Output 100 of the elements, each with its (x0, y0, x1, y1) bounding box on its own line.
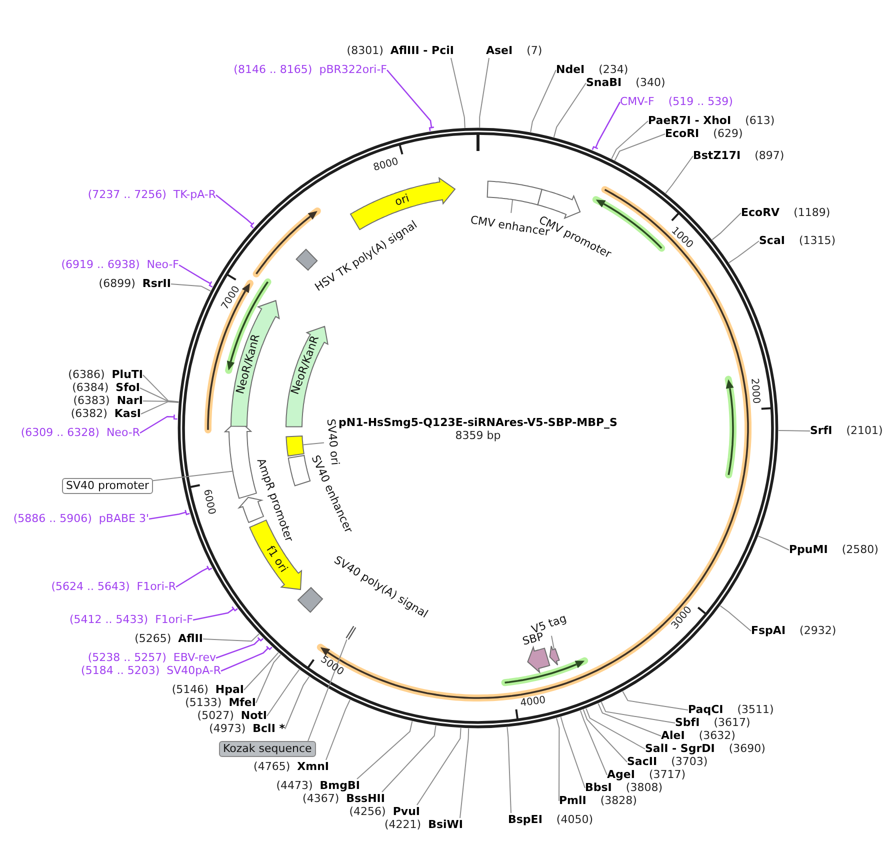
enzyme-name: PaeR7I - XhoI (648, 114, 732, 127)
primer-leader-line (215, 636, 264, 659)
leader-line (553, 82, 586, 138)
primer-name: F1ori-F (155, 613, 193, 626)
primer-name: pBABE 3' (98, 512, 149, 525)
leader-line (720, 605, 752, 632)
cut-position: (4050) (556, 813, 593, 826)
leader-line (758, 536, 790, 550)
primer-leader-line (175, 565, 213, 588)
leader-line (356, 720, 413, 780)
enzyme-name: SalI - SgrDI (645, 742, 715, 755)
cut-position: (6384) (72, 381, 109, 394)
cut-position: (3703) (671, 755, 708, 768)
cut-position: (3690) (728, 742, 766, 755)
cut-position: (4765) (254, 760, 290, 773)
enzyme-name: BspEI (508, 813, 542, 826)
enzyme-name: NarI (116, 394, 143, 407)
leader-line (665, 156, 694, 194)
cut-position: (340) (636, 76, 666, 89)
enzyme-name: NotI (240, 709, 267, 722)
cut-position: (5027) (197, 709, 234, 722)
enzyme-name: AgeI (607, 768, 635, 781)
primer-name: CMV-F (620, 95, 654, 108)
cut-position: (3511) (737, 703, 774, 716)
enzyme-name: PluTI (112, 368, 143, 381)
cut-position: (3808) (626, 781, 662, 794)
leader-line (460, 728, 470, 818)
primer-leader-line (215, 194, 255, 229)
leader-line (560, 716, 586, 788)
leader-line (142, 400, 180, 403)
enzyme-name: RsrII (142, 277, 171, 290)
primer-range: (5624 .. 5643) (51, 580, 130, 593)
tick-label: 4000 (520, 693, 547, 710)
leader-line (140, 401, 180, 414)
primer-name: Neo-F (146, 258, 179, 271)
leader-line (622, 690, 688, 710)
leader-line (142, 374, 180, 402)
cut-position: (2580) (842, 543, 878, 556)
enzyme-name: BstZ17I (693, 149, 741, 162)
enzyme-name: AflII (178, 632, 203, 645)
enzyme-name: SacII (627, 755, 658, 768)
enzyme-name: SrfI (810, 424, 832, 437)
leader-line (382, 725, 436, 792)
leader-line (506, 726, 512, 814)
leader-line (170, 284, 211, 292)
primer-leader-line (192, 606, 238, 621)
tick-label: 6000 (200, 488, 218, 516)
primer-range: (519 .. 539) (668, 95, 733, 108)
leader-line (582, 708, 628, 762)
leader-line (598, 702, 662, 736)
cut-position: (4973) (209, 722, 246, 735)
primer-range: (6919 .. 6938) (61, 258, 140, 271)
leader-line (450, 58, 466, 128)
cut-position: (5133) (185, 696, 222, 709)
enzyme-name: SnaBI (586, 76, 622, 89)
primer-name: TK-pA-R (173, 188, 216, 201)
enzyme-name: BclI * (252, 722, 285, 735)
leader-line (266, 669, 300, 716)
cut-position: (3632) (698, 729, 736, 742)
primer-leader-line (386, 69, 435, 132)
cut-position: (4256) (349, 805, 386, 818)
plasmid-name: pN1-HsSmg5-Q123E-siRNAres-V5-SBP-MBP_S (338, 416, 618, 430)
leader-line (530, 70, 556, 133)
primer-leader-line (148, 509, 190, 520)
leader-line (712, 212, 742, 240)
cut-position: (3617) (714, 716, 750, 729)
leader-line (284, 676, 310, 730)
enzyme-name: BbsI (585, 781, 612, 794)
plasmid-length: 8359 bp (455, 429, 501, 443)
leader-line (244, 652, 279, 690)
primer-name: F1ori-R (136, 580, 176, 593)
feature-label: ori (392, 192, 411, 209)
enzyme-name: NdeI (556, 63, 585, 76)
leader-line (308, 639, 348, 742)
primer-name: EBV-rev (173, 651, 216, 664)
leader-line (600, 702, 676, 724)
leader-line (202, 633, 260, 642)
cut-position: (6383) (73, 394, 110, 407)
enzyme-name: BssHII (346, 792, 385, 805)
enzyme-name: HpaI (215, 683, 244, 696)
primer-name: pBR322ori-F (319, 63, 387, 76)
cut-position: (3828) (600, 794, 637, 807)
enzyme-name: EcoRV (741, 206, 780, 219)
enzyme-name: SbfI (675, 716, 700, 729)
leader-line (611, 120, 648, 160)
leader-line (302, 442, 324, 446)
cut-position: (629) (713, 127, 743, 140)
leader-line (778, 430, 810, 432)
feature-label: f1 ori (263, 543, 290, 574)
enzyme-name: AleI (661, 729, 685, 742)
enzyme-name: AseI (486, 44, 513, 57)
leader-line (256, 654, 282, 704)
primer-leader-line (220, 646, 273, 672)
tick-label: 2000 (747, 378, 762, 404)
cut-position: (4473) (276, 779, 313, 792)
cut-position: (1315) (798, 234, 836, 247)
cut-position: (5146) (172, 683, 208, 696)
enzyme-name: PmlI (559, 794, 586, 807)
cut-position: (1189) (794, 206, 830, 219)
cut-position: (2101) (846, 424, 883, 437)
